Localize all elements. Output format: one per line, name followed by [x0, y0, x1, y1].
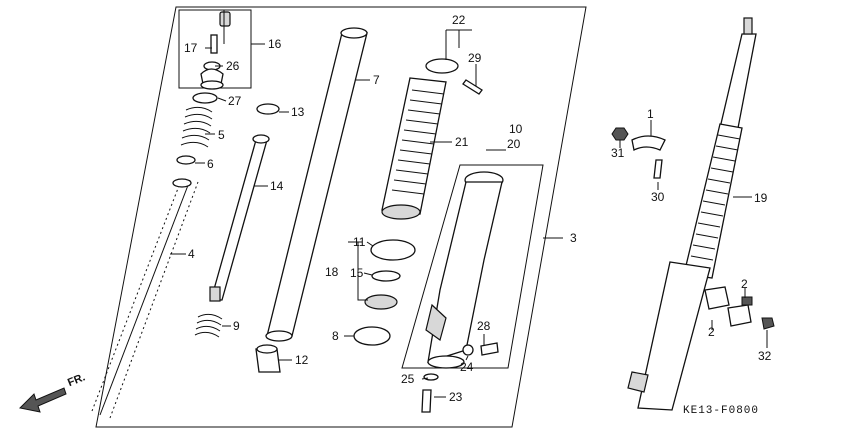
- callout-24: 24: [460, 360, 474, 374]
- fork-spring-long: [91, 177, 199, 419]
- spring-5: [180, 106, 213, 148]
- callout-30: 30: [651, 190, 665, 204]
- nut-2: [741, 296, 753, 306]
- seal-18: [364, 294, 398, 310]
- washer-24: [462, 344, 474, 356]
- bolt-23: [421, 389, 432, 413]
- exploded-frame: [95, 6, 587, 428]
- bracket-1: [631, 135, 666, 151]
- callout-8: 8: [332, 329, 339, 343]
- callout-21: 21: [455, 135, 469, 149]
- bolt-28: [480, 342, 499, 356]
- callout-5: 5: [218, 128, 225, 142]
- callout-13: 13: [291, 105, 305, 119]
- callout-1: 1: [647, 107, 654, 121]
- spring-9: [194, 313, 223, 338]
- seal-13: [256, 103, 280, 115]
- callout-31: 31: [611, 146, 625, 160]
- holder-2: [704, 286, 752, 327]
- clip-15: [371, 270, 401, 282]
- callout-4: 4: [188, 247, 195, 261]
- callout-12: 12: [295, 353, 309, 367]
- seal-11: [370, 239, 416, 261]
- callout-23: 23: [449, 390, 463, 404]
- o-ring-27: [192, 92, 218, 104]
- callout-25: 25: [401, 372, 415, 386]
- screw-29: [462, 79, 483, 95]
- bolt-30: [653, 159, 663, 179]
- diagram-reference-code: KE13-F0800: [683, 405, 760, 417]
- callout-16: 16: [268, 37, 282, 51]
- callout-17: 17: [184, 41, 198, 55]
- callout-2-upper: 2: [741, 277, 748, 291]
- callout-3: 3: [570, 231, 577, 245]
- callout-15: 15: [350, 266, 364, 280]
- callout-9: 9: [233, 319, 240, 333]
- nut-31: [611, 127, 629, 141]
- callout-19: 19: [754, 191, 768, 205]
- callout-14: 14: [270, 179, 284, 193]
- callout-32: 32: [758, 349, 772, 363]
- washer-6: [176, 155, 196, 165]
- bolt-32: [761, 317, 775, 330]
- collar-12: [255, 344, 281, 373]
- callout-22: 22: [452, 13, 466, 27]
- fork-tube-7: [265, 27, 368, 342]
- front-direction-arrow: [18, 387, 67, 413]
- callout-20: 20: [507, 137, 521, 151]
- boot-21: [381, 77, 447, 220]
- callout-18: 18: [325, 265, 339, 279]
- callout-2-lower: 2: [708, 325, 715, 339]
- damper-tube-14: [209, 134, 270, 302]
- clamp-22: [425, 58, 459, 74]
- callout-29: 29: [468, 51, 482, 65]
- washer-25: [423, 373, 439, 381]
- fork-slider-3: [425, 171, 504, 369]
- damper-rod-group: [200, 11, 231, 90]
- group-box-10: [401, 164, 544, 369]
- callout-10: 10: [509, 122, 523, 136]
- callout-7: 7: [373, 73, 380, 87]
- callout-11: 11: [353, 235, 366, 249]
- callout-26: 26: [226, 59, 240, 73]
- assembled-fork-right: [627, 17, 757, 411]
- bushing-8: [353, 326, 391, 346]
- callout-28: 28: [477, 319, 491, 333]
- leader-lines: [170, 10, 768, 398]
- callout-27: 27: [228, 94, 242, 108]
- callout-6: 6: [207, 157, 214, 171]
